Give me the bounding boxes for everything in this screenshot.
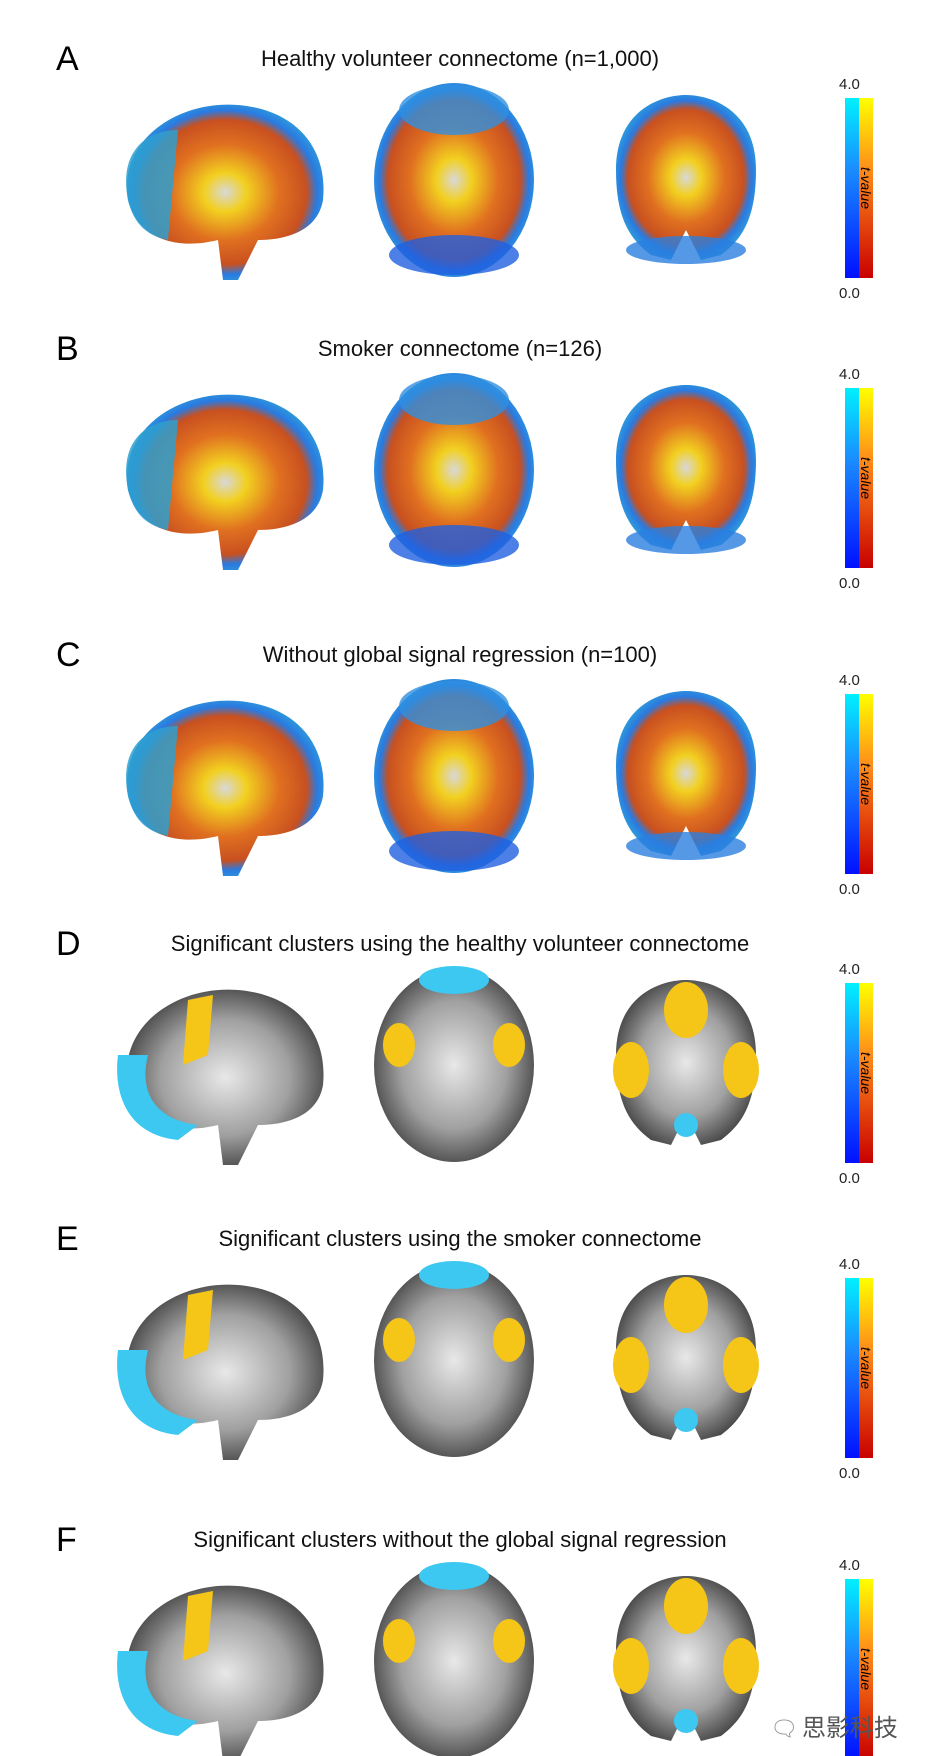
panel-title: Significant clusters without the global … [193,1527,727,1552]
panel-title: Smoker connectome (n=126) [317,336,603,361]
colorbar-positive-scale [859,694,873,874]
colorbar-min: 0.0 [839,575,860,592]
watermark-text: 思影科技 [801,1715,898,1742]
sagittal-brain-slice [117,1284,324,1460]
panel-c: C Without global signal regression (n=10… [0,636,930,898]
colorbar-label: t-value [858,166,875,210]
sagittal-brain-slice [126,700,324,876]
colorbar-positive-scale [859,983,873,1163]
colorbar-negative-scale [845,983,859,1163]
coronal-brain-slice [616,691,756,860]
wechat-icon: 🗨 [770,1716,798,1741]
axial-brain-slice [374,679,534,873]
sagittal-brain-slice [126,104,324,280]
colorbar-negative-scale [845,694,859,874]
colorbar: t-value 4.0 0.0 [839,961,875,1187]
colorbar-max: 4.0 [839,76,860,93]
colorbar: t-value 4.0 0.0 [839,1256,875,1482]
colorbar-label: t-value [858,762,875,806]
colorbar-negative-scale [845,388,859,568]
panel-title: Significant clusters using the healthy v… [170,931,750,956]
colorbar: t-value 4.0 0.0 [839,1557,875,1756]
panel-title: Without global signal regression (n=100) [262,642,658,667]
panel-e: E Significant clusters using the smoker … [0,1220,930,1482]
colorbar-max: 4.0 [839,1557,860,1574]
panel-title: Significant clusters using the smoker co… [218,1226,702,1251]
panel-letter: B [56,330,79,368]
colorbar-negative-scale [845,1579,859,1756]
colorbar-label: t-value [858,1647,875,1691]
panel-letter: D [56,925,81,963]
colorbar-max: 4.0 [839,1256,860,1273]
panel-b: B Smoker connectome (n=126) t-value 4.0 … [0,330,930,592]
colorbar-label: t-value [858,1051,875,1095]
colorbar-min: 0.0 [839,285,860,302]
sagittal-brain-slice [117,989,324,1165]
colorbar: t-value 4.0 0.0 [839,366,875,592]
colorbar-min: 0.0 [839,1465,860,1482]
colorbar-max: 4.0 [839,366,860,383]
panel-letter: A [56,40,79,78]
panel-d: D Significant clusters using the healthy… [0,925,930,1187]
panel-letter: E [56,1220,79,1258]
panel-letter: F [56,1521,77,1559]
colorbar-max: 4.0 [839,961,860,978]
axial-brain-slice [374,1562,534,1756]
colorbar-max: 4.0 [839,672,860,689]
coronal-brain-slice [613,1275,759,1440]
watermark: 🗨思影科技 [770,1708,898,1743]
axial-brain-slice [374,1261,534,1457]
axial-brain-slice [374,966,534,1162]
panel-f: F Significant clusters without the globa… [0,1521,930,1756]
colorbar-positive-scale [859,98,873,278]
colorbar-label: t-value [858,456,875,500]
colorbar-positive-scale [859,1278,873,1458]
colorbar-min: 0.0 [839,881,860,898]
axial-brain-slice [374,373,534,567]
axial-brain-slice [374,83,534,277]
coronal-brain-slice [613,980,759,1145]
colorbar-positive-scale [859,1579,873,1756]
colorbar-positive-scale [859,388,873,568]
colorbar-label: t-value [858,1346,875,1390]
panel-a: A Healthy volunteer connectome (n=1,000)… [0,40,930,302]
colorbar-negative-scale [845,98,859,278]
coronal-brain-slice [616,95,756,264]
coronal-brain-slice [613,1576,759,1741]
sagittal-brain-slice [126,394,324,570]
sagittal-brain-slice [117,1585,324,1756]
colorbar-negative-scale [845,1278,859,1458]
coronal-brain-slice [616,385,756,554]
panel-letter: C [56,636,81,674]
colorbar: t-value 4.0 0.0 [839,672,875,898]
colorbar-min: 0.0 [839,1170,860,1187]
panel-title: Healthy volunteer connectome (n=1,000) [260,46,660,71]
colorbar: t-value 4.0 0.0 [839,76,875,302]
